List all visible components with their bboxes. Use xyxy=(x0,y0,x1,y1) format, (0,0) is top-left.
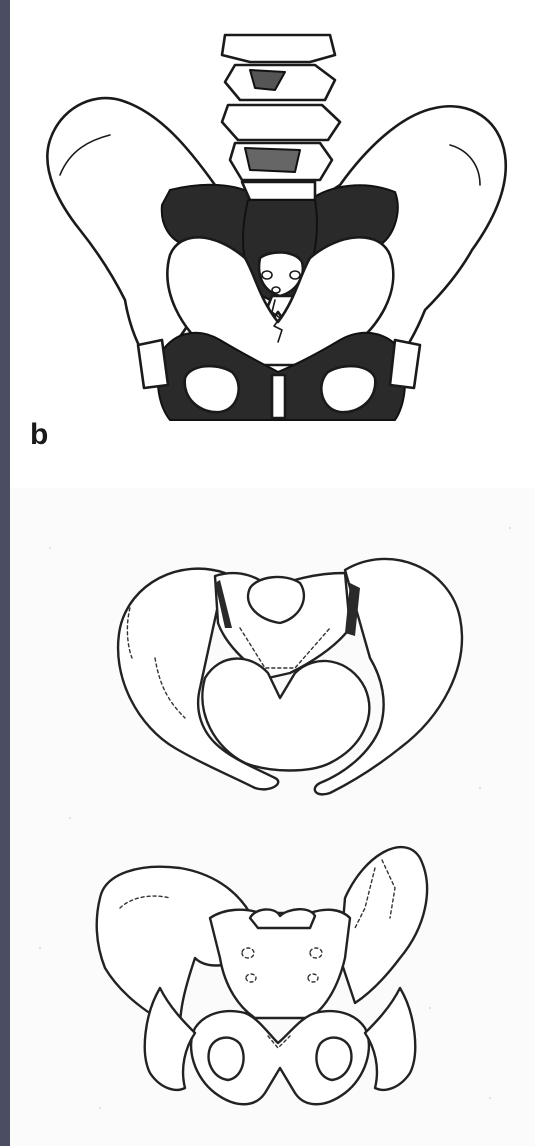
pubic-symphysis xyxy=(272,375,285,418)
left-hip-joint xyxy=(138,340,168,388)
pelvis-sketch-superior xyxy=(118,559,462,794)
lumbar-vertebrae xyxy=(222,35,340,200)
figure-label: b xyxy=(30,418,48,452)
pelvis-anterior-illustration xyxy=(10,0,535,488)
right-hip-joint xyxy=(390,340,420,388)
pelvis-sketch-illustrations xyxy=(10,488,535,1146)
pelvis-sketch-panel xyxy=(10,488,535,1146)
pelvis-sketch-anterior xyxy=(97,847,427,1104)
pelvis-anterior-panel: b xyxy=(10,0,535,488)
